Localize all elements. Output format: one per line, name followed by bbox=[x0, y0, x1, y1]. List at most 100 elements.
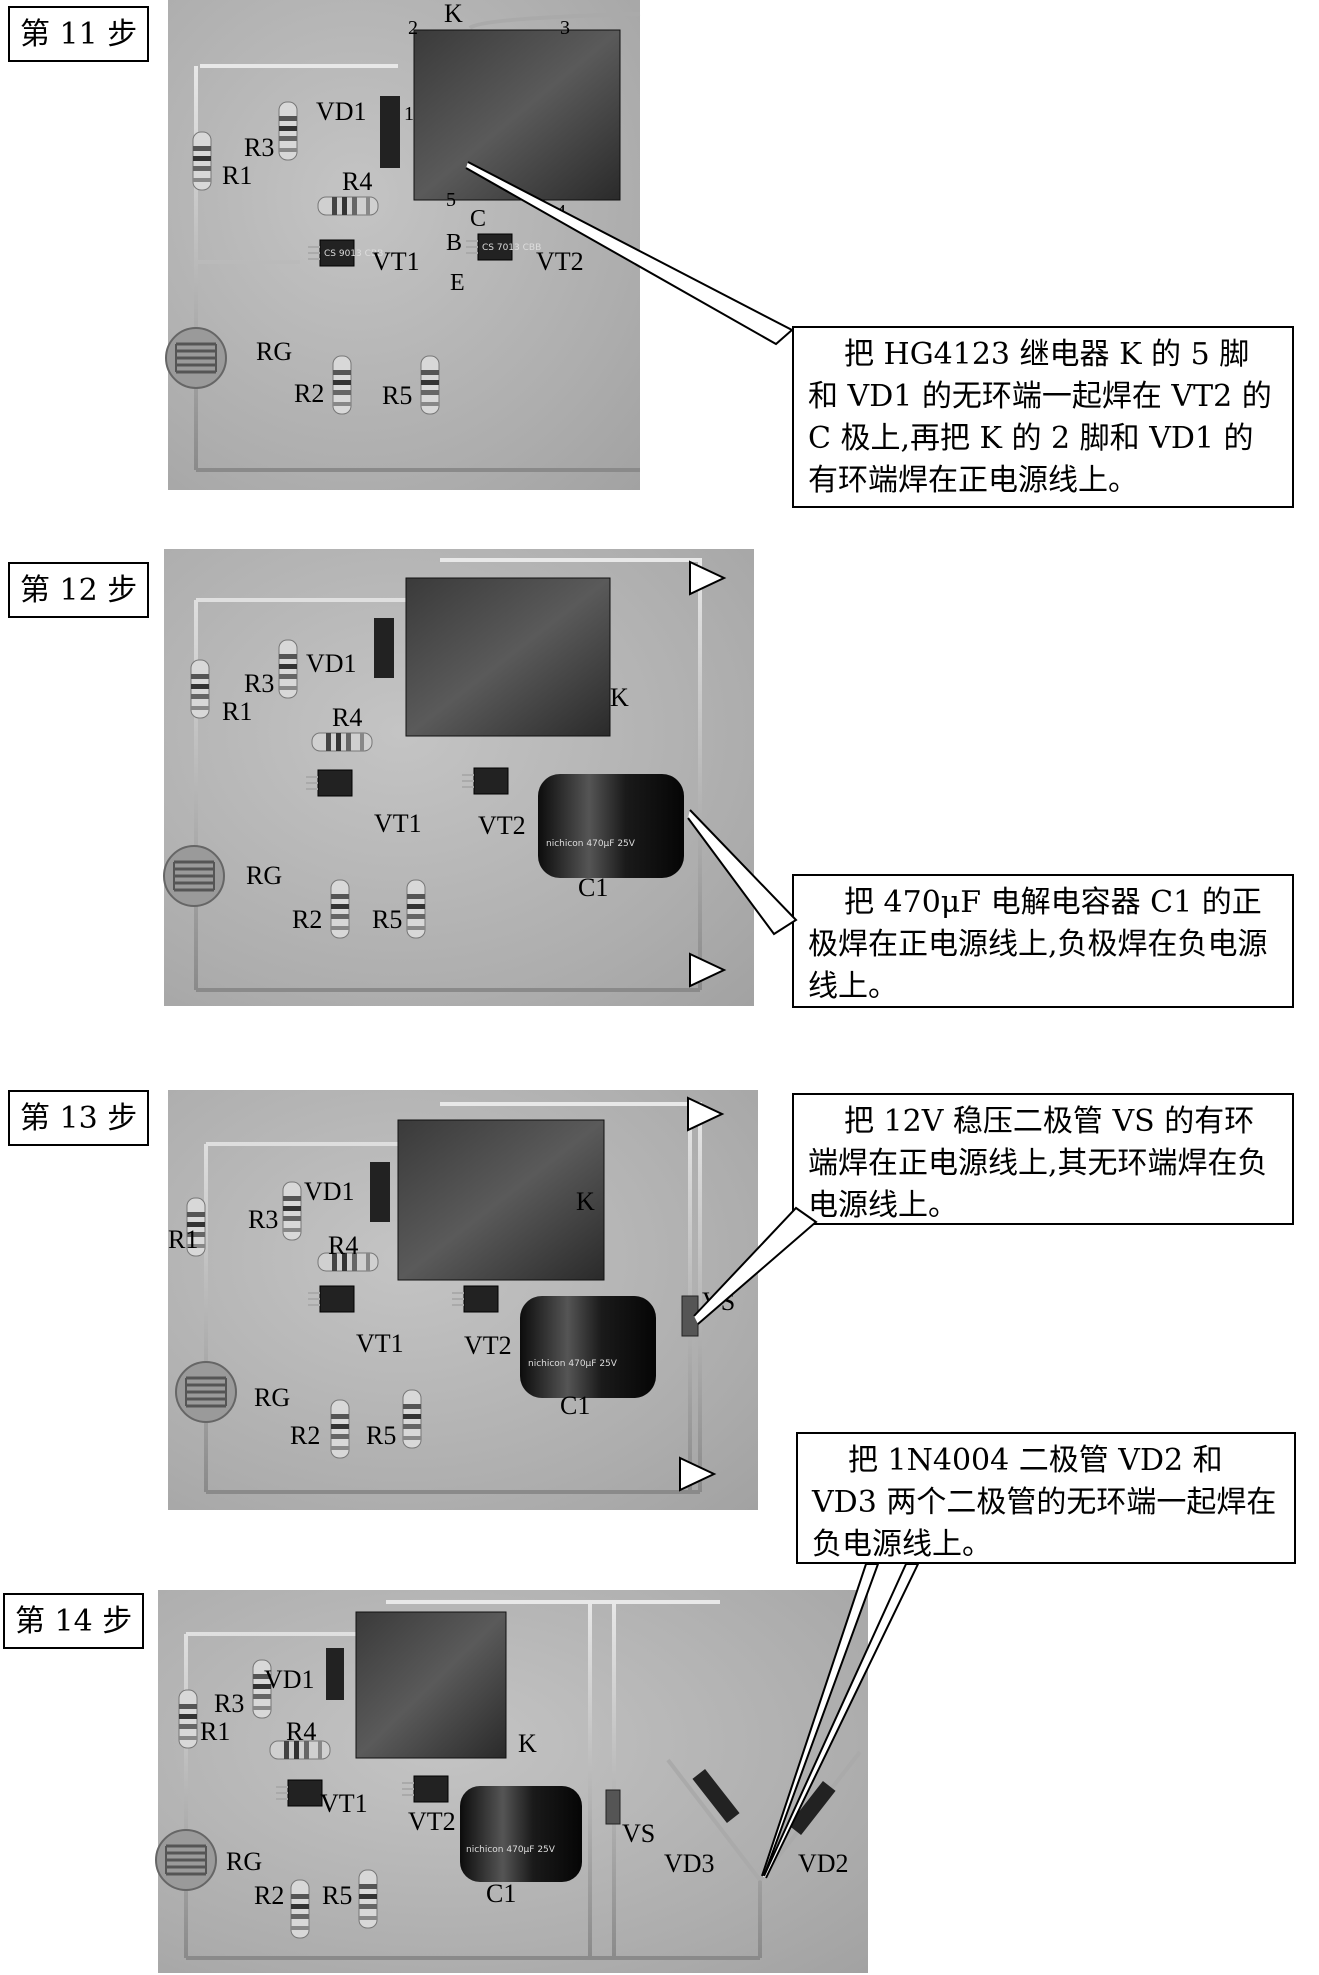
relay-k bbox=[413, 29, 621, 201]
resistor-r2 bbox=[330, 879, 350, 939]
resistor-r3 bbox=[278, 101, 298, 161]
step-13-circuit: nichicon 470μF 25V VD1 K R1 R3 R4 VT1 VT… bbox=[168, 1096, 818, 1494]
diode-vd1 bbox=[380, 96, 400, 168]
label-vt2: VT2 bbox=[478, 811, 526, 840]
terminal-e: E bbox=[450, 270, 465, 296]
chip-text-vt1: CS 9013 CBB bbox=[324, 249, 383, 259]
step-14-circuit: nichicon 470μF 25V VD1 R3 R1 R4 K VT1 VT… bbox=[154, 1563, 920, 1960]
step-12-callout: 把 470μF 电解电容器 C1 的正极焊在正电源线上,负极焊在负电源线上。 bbox=[792, 874, 1294, 1008]
c1-text: nichicon 470μF 25V bbox=[466, 1845, 556, 1855]
label-r4: R4 bbox=[332, 703, 362, 732]
label-r2: R2 bbox=[254, 1881, 284, 1910]
label-rg: RG bbox=[226, 1847, 262, 1876]
step-12-callout-pointer bbox=[687, 809, 798, 936]
label-vs: VS bbox=[622, 1819, 655, 1848]
label-vd1: VD1 bbox=[304, 1177, 355, 1206]
label-vd1: VD1 bbox=[306, 649, 357, 678]
transistor-vt1 bbox=[275, 1779, 323, 1807]
resistor-r5 bbox=[358, 1869, 378, 1929]
step-12-label: 第 12 步 bbox=[8, 562, 150, 618]
label-vd3: VD3 bbox=[664, 1849, 715, 1878]
step-11-circuit: CS 9013 CBB CS 7013 CBB K 2 3 VD1 1 R3 R… bbox=[164, 0, 794, 472]
resistor-r1 bbox=[192, 131, 212, 191]
label-vt2: VT2 bbox=[408, 1807, 456, 1836]
label-vt2: VT2 bbox=[464, 1331, 512, 1360]
label-r1: R1 bbox=[222, 697, 252, 726]
step-11-callout: 把 HG4123 继电器 K 的 5 脚和 VD1 的无环端一起焊在 VT2 的… bbox=[792, 326, 1294, 508]
resistor-r3 bbox=[278, 639, 298, 699]
zener-vs bbox=[605, 1789, 621, 1825]
capacitor-c1 bbox=[538, 774, 684, 878]
pin-5: 5 bbox=[446, 189, 456, 211]
capacitor-c1 bbox=[520, 1296, 656, 1398]
step-14-callout: 把 1N4004 二极管 VD2 和 VD3 两个二极管的无环端一起焊在负电源线… bbox=[796, 1432, 1296, 1564]
label-r1: R1 bbox=[168, 1225, 198, 1254]
arrow-positive bbox=[689, 560, 727, 596]
diode-vd1 bbox=[370, 1162, 390, 1222]
relay-k bbox=[355, 1611, 507, 1759]
transistor-vt1 bbox=[307, 1285, 355, 1313]
label-r2: R2 bbox=[294, 379, 324, 408]
label-r3: R3 bbox=[244, 133, 274, 162]
arrow-negative bbox=[689, 952, 727, 988]
transistor-vt1 bbox=[305, 769, 353, 797]
label-r3: R3 bbox=[248, 1205, 278, 1234]
c1-text: nichicon 470μF 25V bbox=[546, 839, 636, 849]
label-vd1: VD1 bbox=[264, 1665, 315, 1694]
step-14-photo bbox=[158, 1590, 868, 1973]
label-k: K bbox=[610, 683, 629, 712]
resistor-r5 bbox=[420, 355, 440, 415]
diode-vd3 bbox=[692, 1769, 740, 1823]
label-c1: C1 bbox=[578, 873, 608, 902]
terminal-c: C bbox=[470, 206, 486, 232]
transistor-vt2 bbox=[451, 1285, 499, 1313]
pin-2: 2 bbox=[408, 17, 418, 39]
terminal-b: B bbox=[446, 230, 462, 256]
resistor-r1 bbox=[178, 1689, 198, 1749]
label-r3: R3 bbox=[214, 1689, 244, 1718]
resistor-r5 bbox=[402, 1389, 422, 1449]
label-r1: R1 bbox=[200, 1717, 230, 1746]
label-r5: R5 bbox=[322, 1881, 352, 1910]
resistor-r4 bbox=[311, 732, 373, 752]
label-vd2: VD2 bbox=[798, 1849, 849, 1878]
capacitor-c1 bbox=[460, 1786, 582, 1882]
resistor-r2 bbox=[330, 1399, 350, 1459]
step-14-label: 第 14 步 bbox=[3, 1593, 145, 1649]
transistor-vt2 bbox=[401, 1775, 449, 1803]
label-r5: R5 bbox=[372, 905, 402, 934]
label-vt2: VT2 bbox=[536, 247, 584, 276]
resistor-r5 bbox=[406, 879, 426, 939]
label-c1: C1 bbox=[486, 1879, 516, 1908]
label-r1: R1 bbox=[222, 161, 252, 190]
label-r2: R2 bbox=[290, 1421, 320, 1450]
step-13-label: 第 13 步 bbox=[8, 1090, 150, 1146]
ldr-rg bbox=[154, 1828, 218, 1892]
label-r4: R4 bbox=[342, 167, 372, 196]
label-r4: R4 bbox=[328, 1231, 358, 1260]
relay-k bbox=[397, 1119, 605, 1281]
label-r3: R3 bbox=[244, 669, 274, 698]
step-14-callout-pointer bbox=[761, 1563, 920, 1879]
step-11-label: 第 11 步 bbox=[8, 6, 150, 62]
resistor-r2 bbox=[290, 1879, 310, 1939]
label-r4: R4 bbox=[286, 1717, 316, 1746]
transistor-vt2 bbox=[461, 767, 509, 795]
label-vt1: VT1 bbox=[320, 1789, 368, 1818]
diode-vd1 bbox=[326, 1648, 344, 1700]
resistor-r4 bbox=[317, 196, 379, 216]
resistor-r3 bbox=[282, 1181, 302, 1241]
label-vt1: VT1 bbox=[372, 247, 420, 276]
label-r5: R5 bbox=[366, 1421, 396, 1450]
diode-vd2 bbox=[788, 1781, 836, 1835]
label-k: K bbox=[576, 1187, 595, 1216]
relay-k bbox=[405, 577, 611, 737]
ldr-rg bbox=[164, 326, 228, 390]
arrow-negative bbox=[679, 1456, 717, 1492]
step-13-callout: 把 12V 稳压二极管 VS 的有环端焊在正电源线上,其无环端焊在负电源线上。 bbox=[792, 1093, 1294, 1225]
arrow-positive bbox=[687, 1096, 725, 1132]
resistor-r1 bbox=[190, 659, 210, 719]
diode-vd1 bbox=[374, 618, 394, 678]
pin-3: 3 bbox=[560, 17, 570, 39]
